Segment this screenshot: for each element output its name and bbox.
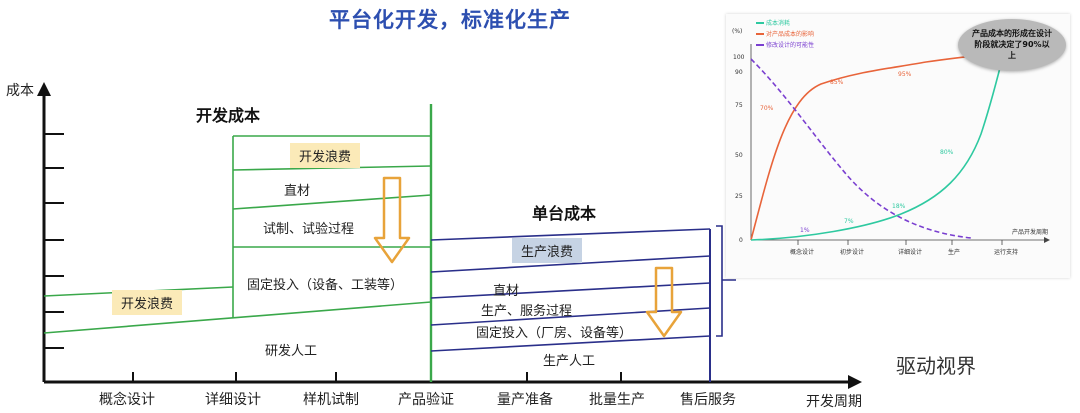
- inset-x-prod: 生产: [948, 248, 960, 256]
- inset-x-prelim: 初步设计: [840, 248, 864, 256]
- page-title: 平台化开发，标准化生产: [329, 8, 571, 32]
- legend-swatch-impact: [756, 33, 764, 35]
- y-axis-label: 成本: [6, 83, 34, 99]
- inset-unit: (%): [732, 28, 742, 35]
- prod-cost-header: 单台成本: [532, 204, 597, 223]
- x-tick-verify: 产品验证: [398, 392, 454, 408]
- inset-y-0: 0: [739, 237, 743, 244]
- inset-x-title: 产品开发周期: [1012, 228, 1048, 236]
- inset-chart-svg: 成本消耗 对产品成本的影响 修改设计的可能性 (%) 100 90 75 50 …: [732, 19, 1050, 256]
- inset-label-80: 80%: [940, 149, 954, 156]
- watermark-text: 驱动视界: [896, 354, 976, 378]
- prod-layer-process: 生产、服务过程: [481, 304, 573, 319]
- x-tick-detail: 详细设计: [205, 392, 261, 408]
- inset-curve-impact: [750, 51, 1012, 241]
- x-axis-arrow: [848, 375, 862, 389]
- inset-curve-change: [750, 58, 972, 239]
- legend-swatch-cost: [756, 22, 764, 24]
- dev-cost-header: 开发成本: [196, 106, 261, 125]
- prod-down-arrow: [645, 266, 683, 338]
- x-tick-prototype: 样机试制: [303, 392, 359, 408]
- inset-x-detail: 详细设计: [898, 248, 922, 256]
- legend-cost: 成本消耗: [766, 19, 790, 27]
- inset-label-1: 1%: [800, 227, 810, 234]
- bracket: [716, 225, 736, 337]
- dev-layer-labor: 研发人工: [265, 344, 318, 359]
- inset-y-75: 75: [735, 102, 743, 109]
- inset-y-50: 50: [735, 152, 743, 159]
- inset-curve-cost: [750, 51, 1005, 241]
- dev-layer-material: 直材: [284, 184, 311, 199]
- prod-layer-material: 直材: [493, 284, 520, 299]
- dev-waste-tag: 开发浪费: [290, 143, 361, 168]
- legend-swatch-change: [756, 44, 764, 46]
- inset-y-25: 25: [735, 193, 743, 200]
- dev-cost-region: [43, 104, 433, 382]
- inset-chart: 成本消耗 对产品成本的影响 修改设计的可能性 (%) 100 90 75 50 …: [726, 14, 1070, 278]
- x-tick-aftersales: 售后服务: [680, 392, 736, 408]
- inset-label-95: 95%: [898, 71, 912, 78]
- prod-cost-region: [430, 228, 711, 382]
- inset-callout-text: 产品成本的形成在设计阶段就决定了90%以上: [972, 29, 1052, 60]
- prod-layer-fixed: 固定投入（厂房、设备等）: [476, 326, 633, 341]
- inset-y-100: 100: [733, 54, 745, 61]
- x-tick-massprod: 批量生产: [589, 392, 645, 408]
- prod-layer-labor: 生产人工: [543, 354, 596, 369]
- inset-label-7: 7%: [844, 218, 854, 225]
- dev-layer-fixed: 固定投入（设备、工装等）: [247, 278, 404, 293]
- x-tick-concept: 概念设计: [99, 392, 155, 408]
- inset-x-concept: 概念设计: [790, 248, 814, 256]
- legend-impact: 对产品成本的影响: [766, 30, 814, 38]
- dev-layer-trial: 试制、试验过程: [263, 222, 355, 237]
- inset-label-70: 70%: [760, 105, 774, 112]
- inset-callout: 产品成本的形成在设计阶段就决定了90%以上: [958, 19, 1066, 71]
- y-ticks: [44, 133, 64, 349]
- dev-down-arrow: [373, 176, 411, 264]
- x-axis-label: 开发周期: [806, 394, 862, 410]
- prod-waste-tag: 生产浪费: [512, 238, 583, 263]
- inset-x-ops: 运行支持: [994, 248, 1018, 256]
- x-tick-preprod: 量产准备: [497, 392, 553, 408]
- inset-label-18: 18%: [892, 203, 906, 210]
- legend-change: 修改设计的可能性: [766, 41, 814, 49]
- inset-label-85: 85%: [830, 79, 844, 86]
- dev-waste-low-tag: 开发浪费: [112, 290, 183, 315]
- inset-y-90: 90: [735, 69, 743, 76]
- y-axis-arrow: [37, 82, 51, 96]
